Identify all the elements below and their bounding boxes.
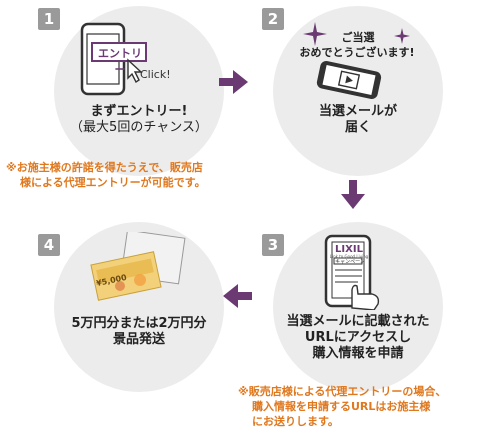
- lixil-sub-logo: Link to Good Living: [329, 254, 369, 259]
- note-step3: ※販売店様による代理エントリーの場合、 購入情報を申請するURLはお施主様 にお…: [238, 384, 478, 429]
- arrow-down-icon: [341, 180, 365, 209]
- sparkle-icon: [303, 22, 327, 46]
- note1-line2: 様による代理エントリーが可能です。: [20, 176, 206, 189]
- note3-line3: にお送りします。: [252, 415, 339, 428]
- envelope-giftcard-icon: [90, 232, 186, 301]
- step3-caption-line1: 当選メールに記載された: [286, 314, 430, 329]
- arrow-right-icon: [219, 70, 248, 94]
- step1-number-badge: 1: [38, 8, 60, 30]
- bubble-line1: ご当選: [341, 31, 375, 44]
- step3-caption: 当選メールに記載された URLにアクセスし 購入情報を申請: [258, 314, 458, 362]
- step4-number-badge: 4: [38, 234, 60, 256]
- click-label: Click!: [140, 68, 171, 81]
- step1-caption: まずエントリー! （最大5回のチャンス）: [54, 104, 224, 136]
- step2-caption: 当選メールが 届く: [273, 104, 443, 136]
- step1-caption-line1: まずエントリー!: [90, 104, 188, 119]
- phone-entry-icon: [80, 22, 147, 96]
- lixil-logo: LIXIL: [335, 244, 363, 255]
- note1-line1: ※お施主様の許諾を得たうえで、販売店: [6, 161, 203, 174]
- sparkle-small-icon: [394, 28, 410, 44]
- step3-caption-line2: URLにアクセスし: [304, 330, 412, 345]
- note-step1: ※お施主様の許諾を得たうえで、販売店 様による代理エントリーが可能です。: [6, 160, 246, 190]
- step2-caption-line2: 届く: [344, 120, 371, 135]
- step2-number-badge: 2: [262, 8, 284, 30]
- note3-line1: ※販売店様による代理エントリーの場合、: [238, 385, 447, 398]
- step3-number-badge: 3: [262, 234, 284, 256]
- step1-caption-line2: （最大5回のチャンス）: [70, 120, 208, 135]
- arrow-left-icon: [223, 284, 252, 308]
- phone-lixil-icon: [324, 234, 380, 310]
- campaign-label: キャンペーン: [335, 259, 365, 265]
- step4-caption-line1: 5万円分または2万円分: [71, 316, 207, 331]
- step2-caption-line1: 当選メールが: [318, 104, 397, 119]
- entry-label: エントリー: [98, 47, 142, 76]
- note3-line2: 購入情報を申請するURLはお施主様: [252, 400, 431, 413]
- step4-caption: 5万円分または2万円分 景品発送: [39, 316, 239, 348]
- phone-mail-icon: [316, 60, 382, 100]
- step3-caption-line3: 購入情報を申請: [312, 346, 404, 361]
- bubble-line2: おめでとうございます!: [299, 46, 415, 59]
- step4-caption-line2: 景品発送: [112, 332, 165, 347]
